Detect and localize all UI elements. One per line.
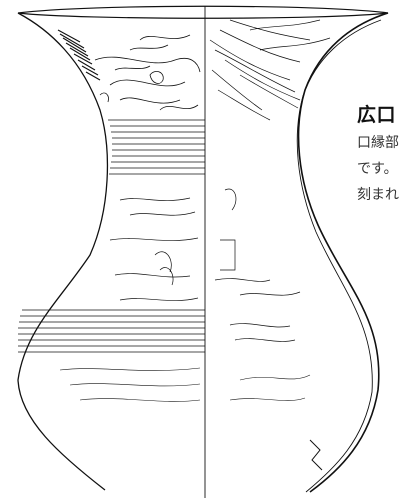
lower-body-strokes (59, 367, 311, 402)
vessel-left-outline (17, 12, 109, 491)
caption-line-3: 刻まれ (357, 187, 399, 203)
body-bands (18, 309, 205, 353)
caption-line-1: 口縁部 (357, 135, 399, 151)
vessel-right-outline (297, 12, 389, 493)
base-curl (309, 439, 323, 471)
vessel-rim (17, 5, 389, 19)
caption-title: 広口 (357, 104, 397, 126)
body-motifs (109, 188, 301, 342)
neck-strokes-right (209, 19, 331, 121)
vessel-right-thickness (296, 19, 382, 493)
neck-motif-decoration (94, 34, 201, 111)
neck-hatching-left (57, 29, 101, 81)
neck-bands (108, 119, 205, 175)
caption-line-2: です。 (357, 161, 398, 177)
